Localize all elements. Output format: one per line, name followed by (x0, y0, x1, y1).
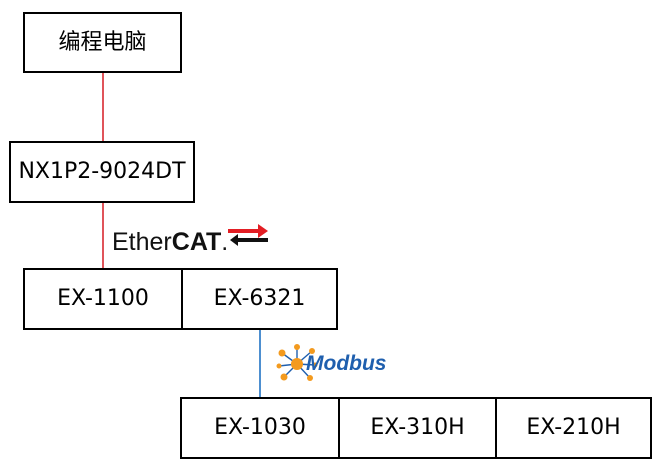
programming-pc-box: 编程电脑 (23, 12, 182, 73)
io-module-2-cell: EX-310H (340, 399, 495, 457)
plc-to-coupler-ethercat-link (102, 203, 104, 269)
coupler-left-label: EX-1100 (57, 286, 149, 311)
io-module-3-label: EX-210H (526, 415, 621, 440)
plc-box: NX1P2-9024DT (9, 141, 195, 203)
coupler-to-io-modbus-link (259, 328, 261, 398)
io-divider-1 (338, 399, 340, 457)
pc-to-plc-link (102, 72, 104, 142)
coupler-divider (181, 270, 183, 328)
plc-label: NX1P2-9024DT (18, 159, 186, 184)
ethercat-wordmark: EtherCAT. (112, 228, 229, 256)
io-module-1-label: EX-1030 (214, 415, 306, 440)
programming-pc-label: 编程电脑 (58, 29, 147, 55)
modbus-logo: Modbus (276, 340, 422, 388)
io-module-row: EX-1030 EX-310H EX-210H (180, 397, 652, 459)
coupler-left-cell: EX-1100 (25, 270, 181, 328)
io-module-2-label: EX-310H (370, 415, 465, 440)
io-divider-2 (495, 399, 497, 457)
io-module-3-cell: EX-210H (497, 399, 650, 457)
modbus-wordmark: Modbus (306, 352, 387, 375)
coupler-right-label: EX-6321 (213, 286, 306, 311)
coupler-row: EX-1100 EX-6321 (23, 268, 338, 330)
modbus-star-icon (276, 344, 318, 381)
io-module-1-cell: EX-1030 (182, 399, 338, 457)
ethercat-logo: EtherCAT. (112, 220, 272, 260)
ethercat-arrows-icon (228, 224, 268, 246)
coupler-right-cell: EX-6321 (183, 270, 336, 328)
